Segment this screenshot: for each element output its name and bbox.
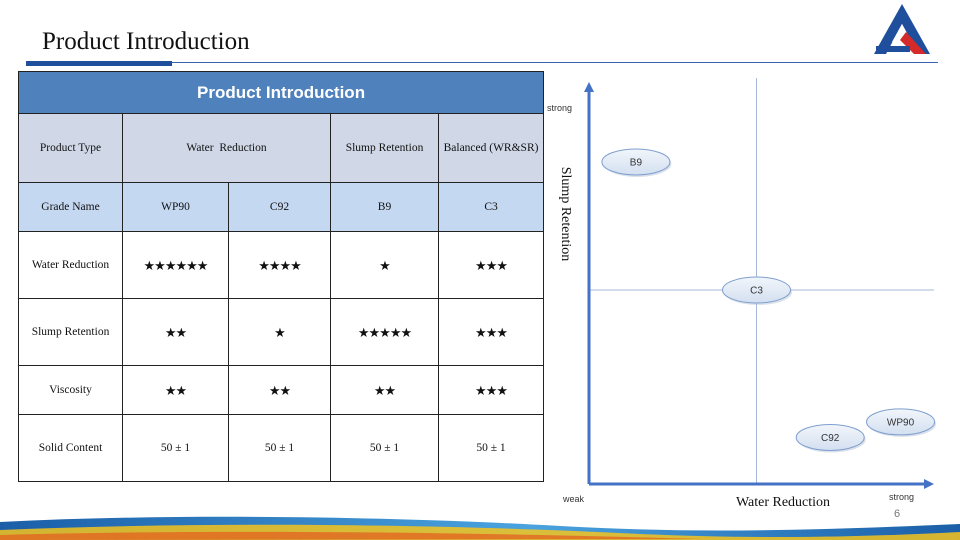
data-point-label: WP90: [887, 417, 915, 428]
rating-stars: ★★★: [437, 298, 545, 366]
solid-content-value: 50 ± 1: [330, 414, 439, 482]
cell-balanced-type: Balanced (WR&SR): [437, 113, 545, 183]
table-row: Product Type Water Reduction Slump Reten…: [18, 113, 545, 183]
grade-wp90: WP90: [122, 182, 229, 232]
table-row: Slump Retention ★★ ★ ★★★★★ ★★★: [18, 298, 545, 366]
data-point-c3: C3: [722, 276, 792, 305]
y-tick-label-strong: strong: [547, 103, 572, 113]
data-point-bubble: [795, 423, 865, 451]
row-label-product-type: Product Type: [18, 113, 123, 183]
slide-title: Product Introduction: [42, 28, 250, 55]
rating-stars: ★: [330, 231, 439, 299]
rating-stars: ★★★: [437, 365, 545, 415]
table-header-row: Product Introduction: [17, 71, 545, 114]
row-label-solid-content: Solid Content: [18, 414, 123, 482]
x-tick-label-strong: strong: [889, 492, 914, 502]
row-label-grade-name: Grade Name: [18, 182, 123, 232]
grade-c3: C3: [437, 182, 545, 232]
title-underline-accent: [26, 61, 172, 66]
data-point-b9: B9: [601, 148, 672, 177]
data-point-bubble: [866, 408, 936, 436]
table-row: Water Reduction ★★★★★★ ★★★★ ★ ★★★: [18, 231, 545, 299]
data-point-bubble: [601, 148, 671, 176]
row-label-viscosity: Viscosity: [18, 365, 123, 415]
table-row: Solid Content 50 ± 1 50 ± 1 50 ± 1 50 ± …: [18, 414, 545, 482]
cell-water-reduction-type: Water Reduction: [122, 113, 331, 183]
data-point-label: C92: [821, 433, 840, 444]
solid-content-value: 50 ± 1: [228, 414, 331, 482]
x-axis-title: Water Reduction: [736, 495, 830, 510]
data-point-label: B9: [630, 157, 643, 168]
rating-stars: ★★★★★★: [122, 231, 229, 299]
solid-content-value: 50 ± 1: [122, 414, 229, 482]
y-axis-title: Slump Retention: [558, 167, 573, 262]
title-underline: [172, 62, 938, 63]
row-label-slump-retention: Slump Retention: [18, 298, 123, 366]
company-logo: [874, 4, 930, 54]
data-point-bubble: [722, 276, 791, 304]
rating-stars: ★: [228, 298, 331, 366]
table-row: Viscosity ★★ ★★ ★★ ★★★: [18, 365, 545, 415]
solid-content-value: 50 ± 1: [437, 414, 545, 482]
rating-stars: ★★★★★: [330, 298, 439, 366]
rating-stars: ★★★★: [228, 231, 331, 299]
grade-c92: C92: [228, 182, 331, 232]
data-point-wp90: WP90: [866, 408, 937, 437]
footer-wave: [0, 516, 960, 540]
row-label-water-reduction: Water Reduction: [18, 231, 123, 299]
table-row: Grade Name WP90 C92 B9 C3: [18, 182, 545, 232]
x-tick-label-weak: weak: [562, 494, 585, 504]
page-number: 6: [894, 508, 901, 520]
data-point-label: C3: [750, 286, 763, 297]
product-table: Product Introduction Product Type Water …: [17, 71, 545, 482]
rating-stars: ★★★: [437, 231, 545, 299]
table-header: Product Introduction: [17, 71, 545, 114]
data-point-c92: C92: [795, 423, 866, 453]
